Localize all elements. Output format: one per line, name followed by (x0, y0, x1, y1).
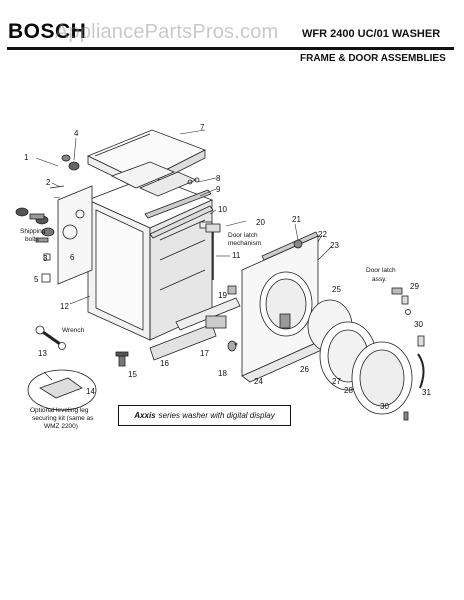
label-door-latch-mechanism-line1: Door latch (228, 232, 258, 239)
leveling-kit-part (27, 369, 97, 411)
wrench-part (35, 325, 66, 350)
label-shipping-bolts-line1: Shipping (20, 228, 46, 235)
label-leveling-kit-line1: Optional leveling leg (30, 407, 89, 414)
callout-13: 13 (38, 349, 47, 358)
callout-3: 3 (43, 254, 48, 263)
callout-25: 25 (332, 285, 341, 294)
callout-4: 4 (74, 129, 79, 138)
callout-5: 5 (34, 275, 39, 284)
series-brand: Axxis (134, 411, 156, 420)
callout-8: 8 (216, 174, 221, 183)
callout-30a: 30 (414, 320, 423, 329)
callout-numbers: 1 2 3 4 5 6 7 8 9 10 11 12 13 14 15 16 1… (24, 123, 431, 411)
callout-26: 26 (300, 365, 309, 374)
series-note-box: Axxis series washer with digital display (118, 405, 291, 426)
callout-24: 24 (254, 377, 263, 386)
callout-29: 29 (410, 282, 419, 291)
rear-panel-part (57, 185, 93, 285)
callout-21: 21 (292, 215, 301, 224)
callout-16: 16 (160, 359, 169, 368)
callout-31: 31 (422, 388, 431, 397)
door-assembly-part (307, 299, 425, 421)
model-title: WFR 2400 UC/01 WASHER (302, 28, 441, 40)
callout-7: 7 (200, 123, 205, 132)
callout-30b: 30 (380, 402, 389, 411)
label-leveling-kit-line3: WMZ 2200) (44, 423, 78, 430)
callout-17: 17 (200, 349, 209, 358)
callout-22: 22 (318, 230, 327, 239)
callout-10: 10 (218, 205, 227, 214)
callout-14: 14 (86, 387, 95, 396)
callout-6: 6 (70, 253, 75, 262)
label-door-latch-assy-line2: assy. (372, 276, 387, 283)
watermark: AppliancePartsPros.com (55, 21, 279, 43)
cabinet-frame-part (86, 161, 214, 341)
label-wrench: Wrench (62, 327, 85, 334)
callout-23: 23 (330, 241, 339, 250)
callout-15: 15 (128, 370, 137, 379)
callout-18: 18 (218, 369, 227, 378)
callout-27: 27 (332, 377, 341, 386)
brand-logo: BOSCH (8, 20, 87, 43)
callout-19: 19 (218, 291, 227, 300)
label-shipping-bolts-line2: bolts (25, 236, 39, 243)
label-leveling-kit-line2: securing kit (same as (32, 415, 94, 422)
latch-mechanism-part (205, 223, 221, 280)
feet-screws-part (115, 342, 238, 367)
callout-20: 20 (256, 218, 265, 227)
callout-2: 2 (46, 178, 51, 187)
part-labels: Shipping bolts Door latch mechanism Door… (20, 228, 396, 430)
callout-9: 9 (216, 185, 221, 194)
front-panel-part (241, 231, 327, 383)
callout-28: 28 (344, 386, 353, 395)
shipping-bolts-part (15, 154, 80, 283)
callout-11: 11 (232, 251, 241, 260)
door-latch-assy-part (391, 287, 411, 315)
label-door-latch-mechanism-line2: mechanism (228, 240, 261, 247)
leader-lines (35, 129, 333, 381)
callout-12: 12 (60, 302, 69, 311)
section-title: FRAME & DOOR ASSEMBLIES (300, 53, 446, 64)
label-door-latch-assy-line1: Door latch (366, 267, 396, 274)
callout-1: 1 (24, 153, 29, 162)
control-panel-part (149, 239, 303, 361)
series-note-text: series washer with digital display (158, 411, 275, 420)
header-rule (7, 47, 454, 50)
